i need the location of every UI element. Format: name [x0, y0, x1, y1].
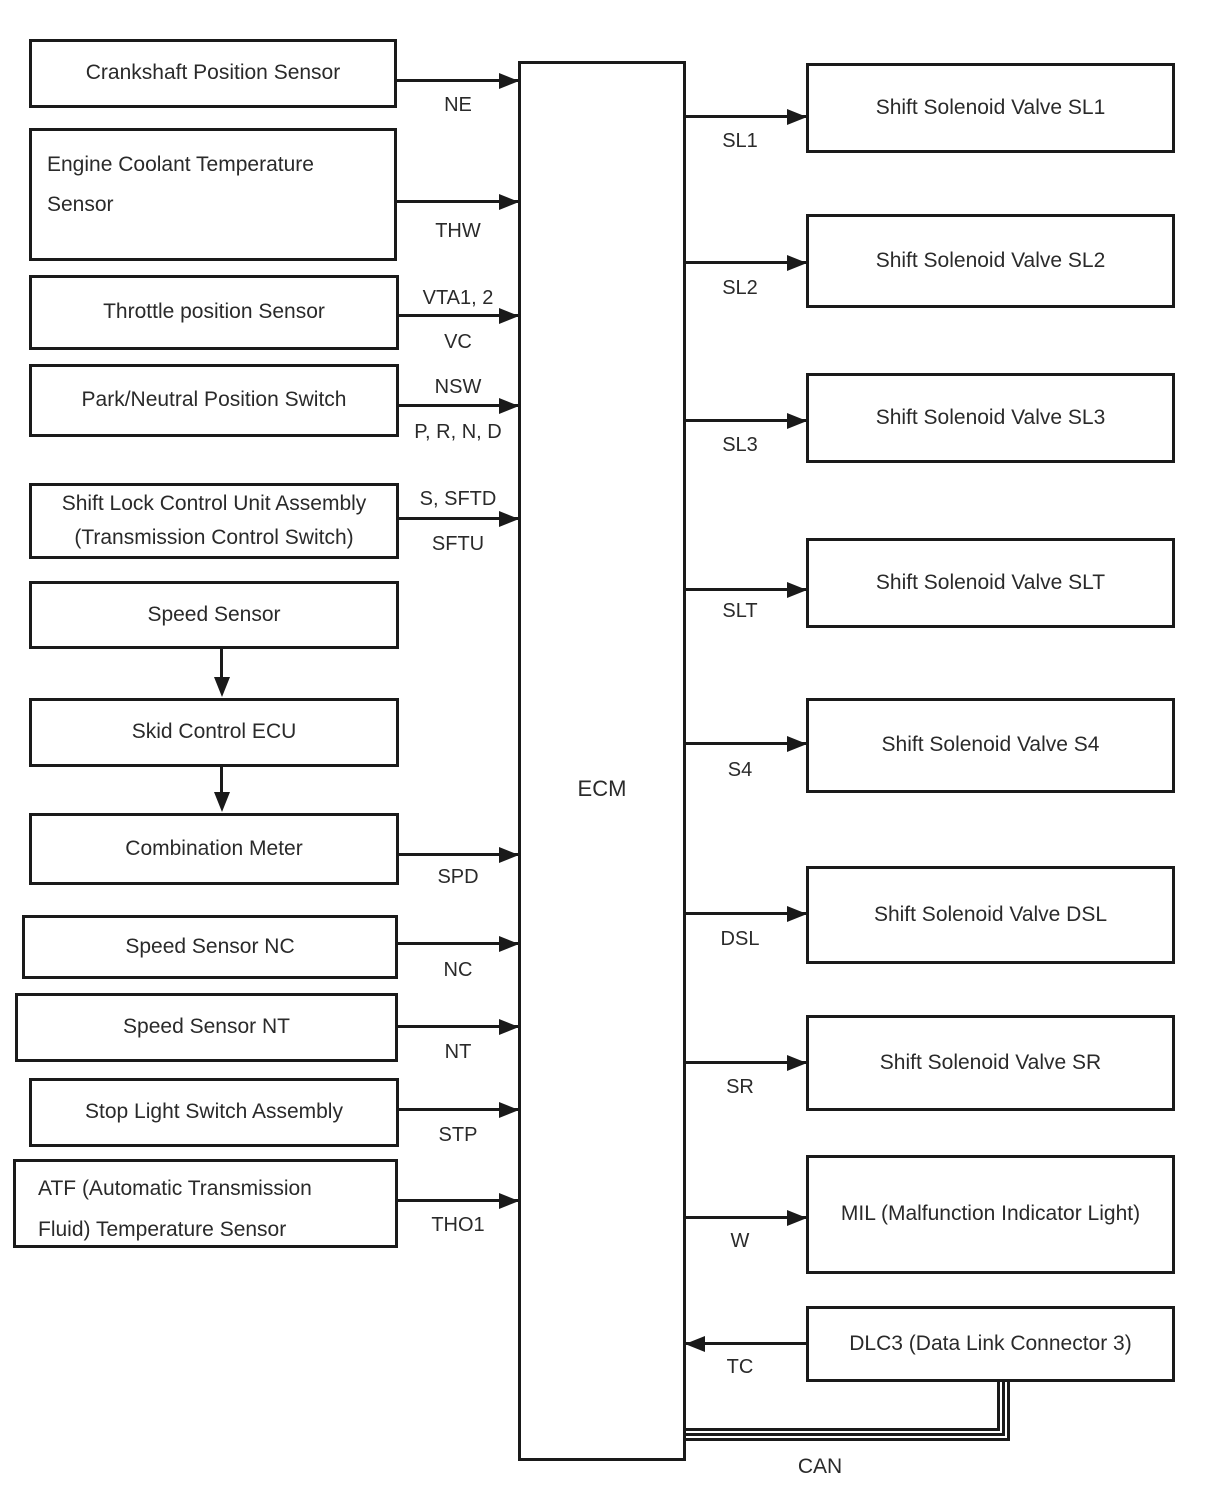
block-label-line1: Shift Lock Control Unit Assembly: [61, 492, 367, 515]
shift-solenoid-valve-slt-block: Shift Solenoid Valve SLT: [806, 538, 1175, 628]
s-sftd-signal-label: S, SFTD: [419, 488, 497, 510]
s4-output-arrow: [686, 735, 807, 752]
sl2-signal-label: SL2: [722, 277, 758, 299]
skid-control-ecu-block: Skid Control ECU: [29, 698, 399, 767]
tc-input-arrow: [685, 1335, 806, 1352]
speed-sensor-nc-block: Speed Sensor NC: [22, 915, 398, 979]
block-label: Shift Solenoid Valve SR: [879, 1050, 1102, 1074]
thw-input-arrow: [397, 193, 519, 210]
sr-output-arrow: [686, 1054, 807, 1071]
block-label: Throttle position Sensor: [103, 300, 325, 324]
spd-signal-label: SPD: [437, 866, 479, 888]
sl2-output-arrow: [686, 254, 807, 271]
dsl-output-arrow: [686, 905, 807, 922]
ne-input-arrow: [397, 72, 519, 89]
slt-output-arrow: [686, 581, 807, 598]
vta-vc-input-arrow: [399, 307, 519, 324]
block-label: Park/Neutral Position Switch: [81, 388, 347, 412]
block-label: MIL (Malfunction Indicator Light): [840, 1202, 1141, 1226]
sl3-signal-label: SL3: [722, 434, 758, 456]
crankshaft-position-sensor-block: Crankshaft Position Sensor: [29, 39, 397, 108]
block-label-line2: Fluid) Temperature Sensor: [38, 1218, 287, 1241]
can-bus: [686, 1380, 1010, 1441]
block-label: Shift Solenoid Valve S4: [881, 733, 1100, 757]
block-label: Shift Solenoid Valve SLT: [875, 570, 1106, 594]
slt-signal-label: SLT: [722, 600, 758, 622]
shift-solenoid-valve-sl2-block: Shift Solenoid Valve SL2: [806, 214, 1175, 308]
nc-input-arrow: [398, 935, 519, 952]
shift-lock-control-unit-assembly-block: Shift Lock Control Unit Assembly (Transm…: [29, 483, 399, 559]
speed-sensor-to-skid-control-arrow: [213, 649, 230, 697]
thw-signal-label: THW: [435, 220, 481, 242]
block-label: DLC3 (Data Link Connector 3): [849, 1331, 1132, 1355]
nt-signal-label: NT: [444, 1041, 472, 1063]
ecm-label: ECM: [577, 776, 627, 801]
block-label-line1: Engine Coolant Temperature: [47, 153, 314, 176]
nsw-signal-label: NSW: [434, 376, 482, 398]
shift-solenoid-valve-dsl-block: Shift Solenoid Valve DSL: [806, 866, 1175, 964]
engine-coolant-temperature-sensor-block: Engine Coolant Temperature Sensor: [29, 128, 397, 261]
nc-signal-label: NC: [443, 959, 473, 981]
sl1-signal-label: SL1: [722, 130, 758, 152]
ecm-block: [518, 61, 686, 1461]
block-label: Crankshaft Position Sensor: [85, 61, 341, 85]
tho1-signal-label: THO1: [431, 1214, 485, 1236]
shift-solenoid-valve-s4-block: Shift Solenoid Valve S4: [806, 698, 1175, 793]
block-label: Speed Sensor NT: [123, 1015, 290, 1039]
spd-input-arrow: [399, 846, 519, 863]
vc-signal-label: VC: [444, 331, 472, 353]
park-neutral-position-switch-block: Park/Neutral Position Switch: [29, 364, 399, 437]
block-label: Shift Solenoid Valve DSL: [873, 902, 1108, 926]
stop-light-switch-assembly-block: Stop Light Switch Assembly: [29, 1078, 399, 1147]
dsl-signal-label: DSL: [720, 928, 760, 950]
block-label: Shift Solenoid Valve SL1: [875, 95, 1106, 119]
sftu-signal-label: SFTU: [431, 533, 485, 555]
block-label: Speed Sensor NC: [125, 934, 295, 958]
sr-signal-label: SR: [726, 1076, 754, 1098]
block-label: Skid Control ECU: [131, 720, 297, 744]
block-label: Shift Solenoid Valve SL3: [875, 405, 1106, 429]
block-label-line2: (Transmission Control Switch): [74, 526, 354, 549]
nsw-input-arrow: [399, 397, 519, 414]
mil-block: MIL (Malfunction Indicator Light): [806, 1155, 1175, 1274]
w-signal-label: W: [730, 1230, 750, 1252]
ne-signal-label: NE: [444, 94, 472, 116]
sl1-output-arrow: [686, 108, 807, 125]
skid-control-to-combination-meter-arrow: [213, 767, 230, 812]
stp-signal-label: STP: [438, 1124, 478, 1146]
speed-sensor-block: Speed Sensor: [29, 581, 399, 649]
w-output-arrow: [686, 1209, 807, 1226]
shift-solenoid-valve-sl1-block: Shift Solenoid Valve SL1: [806, 63, 1175, 153]
atf-temperature-sensor-block: ATF (Automatic Transmission Fluid) Tempe…: [13, 1159, 398, 1248]
block-label: Stop Light Switch Assembly: [85, 1100, 343, 1124]
s4-signal-label: S4: [727, 759, 753, 781]
block-label-line2: Sensor: [47, 193, 114, 216]
prnd-signal-label: P, R, N, D: [414, 421, 502, 443]
block-label: Speed Sensor: [147, 602, 281, 626]
can-bus-label: CAN: [797, 1455, 843, 1478]
throttle-position-sensor-block: Throttle position Sensor: [29, 275, 399, 350]
stp-input-arrow: [399, 1101, 519, 1118]
sftd-sftu-input-arrow: [399, 510, 519, 527]
nt-input-arrow: [398, 1018, 519, 1035]
tho1-input-arrow: [398, 1192, 519, 1209]
shift-solenoid-valve-sr-block: Shift Solenoid Valve SR: [806, 1015, 1175, 1111]
dlc3-block: DLC3 (Data Link Connector 3): [806, 1306, 1175, 1382]
block-label: Combination Meter: [125, 836, 303, 860]
combination-meter-block: Combination Meter: [29, 813, 399, 885]
block-label: Shift Solenoid Valve SL2: [875, 248, 1106, 272]
vta-signal-label: VTA1, 2: [422, 287, 494, 309]
shift-solenoid-valve-sl3-block: Shift Solenoid Valve SL3: [806, 373, 1175, 463]
speed-sensor-nt-block: Speed Sensor NT: [15, 993, 398, 1062]
tc-signal-label: TC: [726, 1356, 754, 1378]
sl3-output-arrow: [686, 412, 807, 429]
block-label-line1: ATF (Automatic Transmission: [38, 1177, 312, 1200]
